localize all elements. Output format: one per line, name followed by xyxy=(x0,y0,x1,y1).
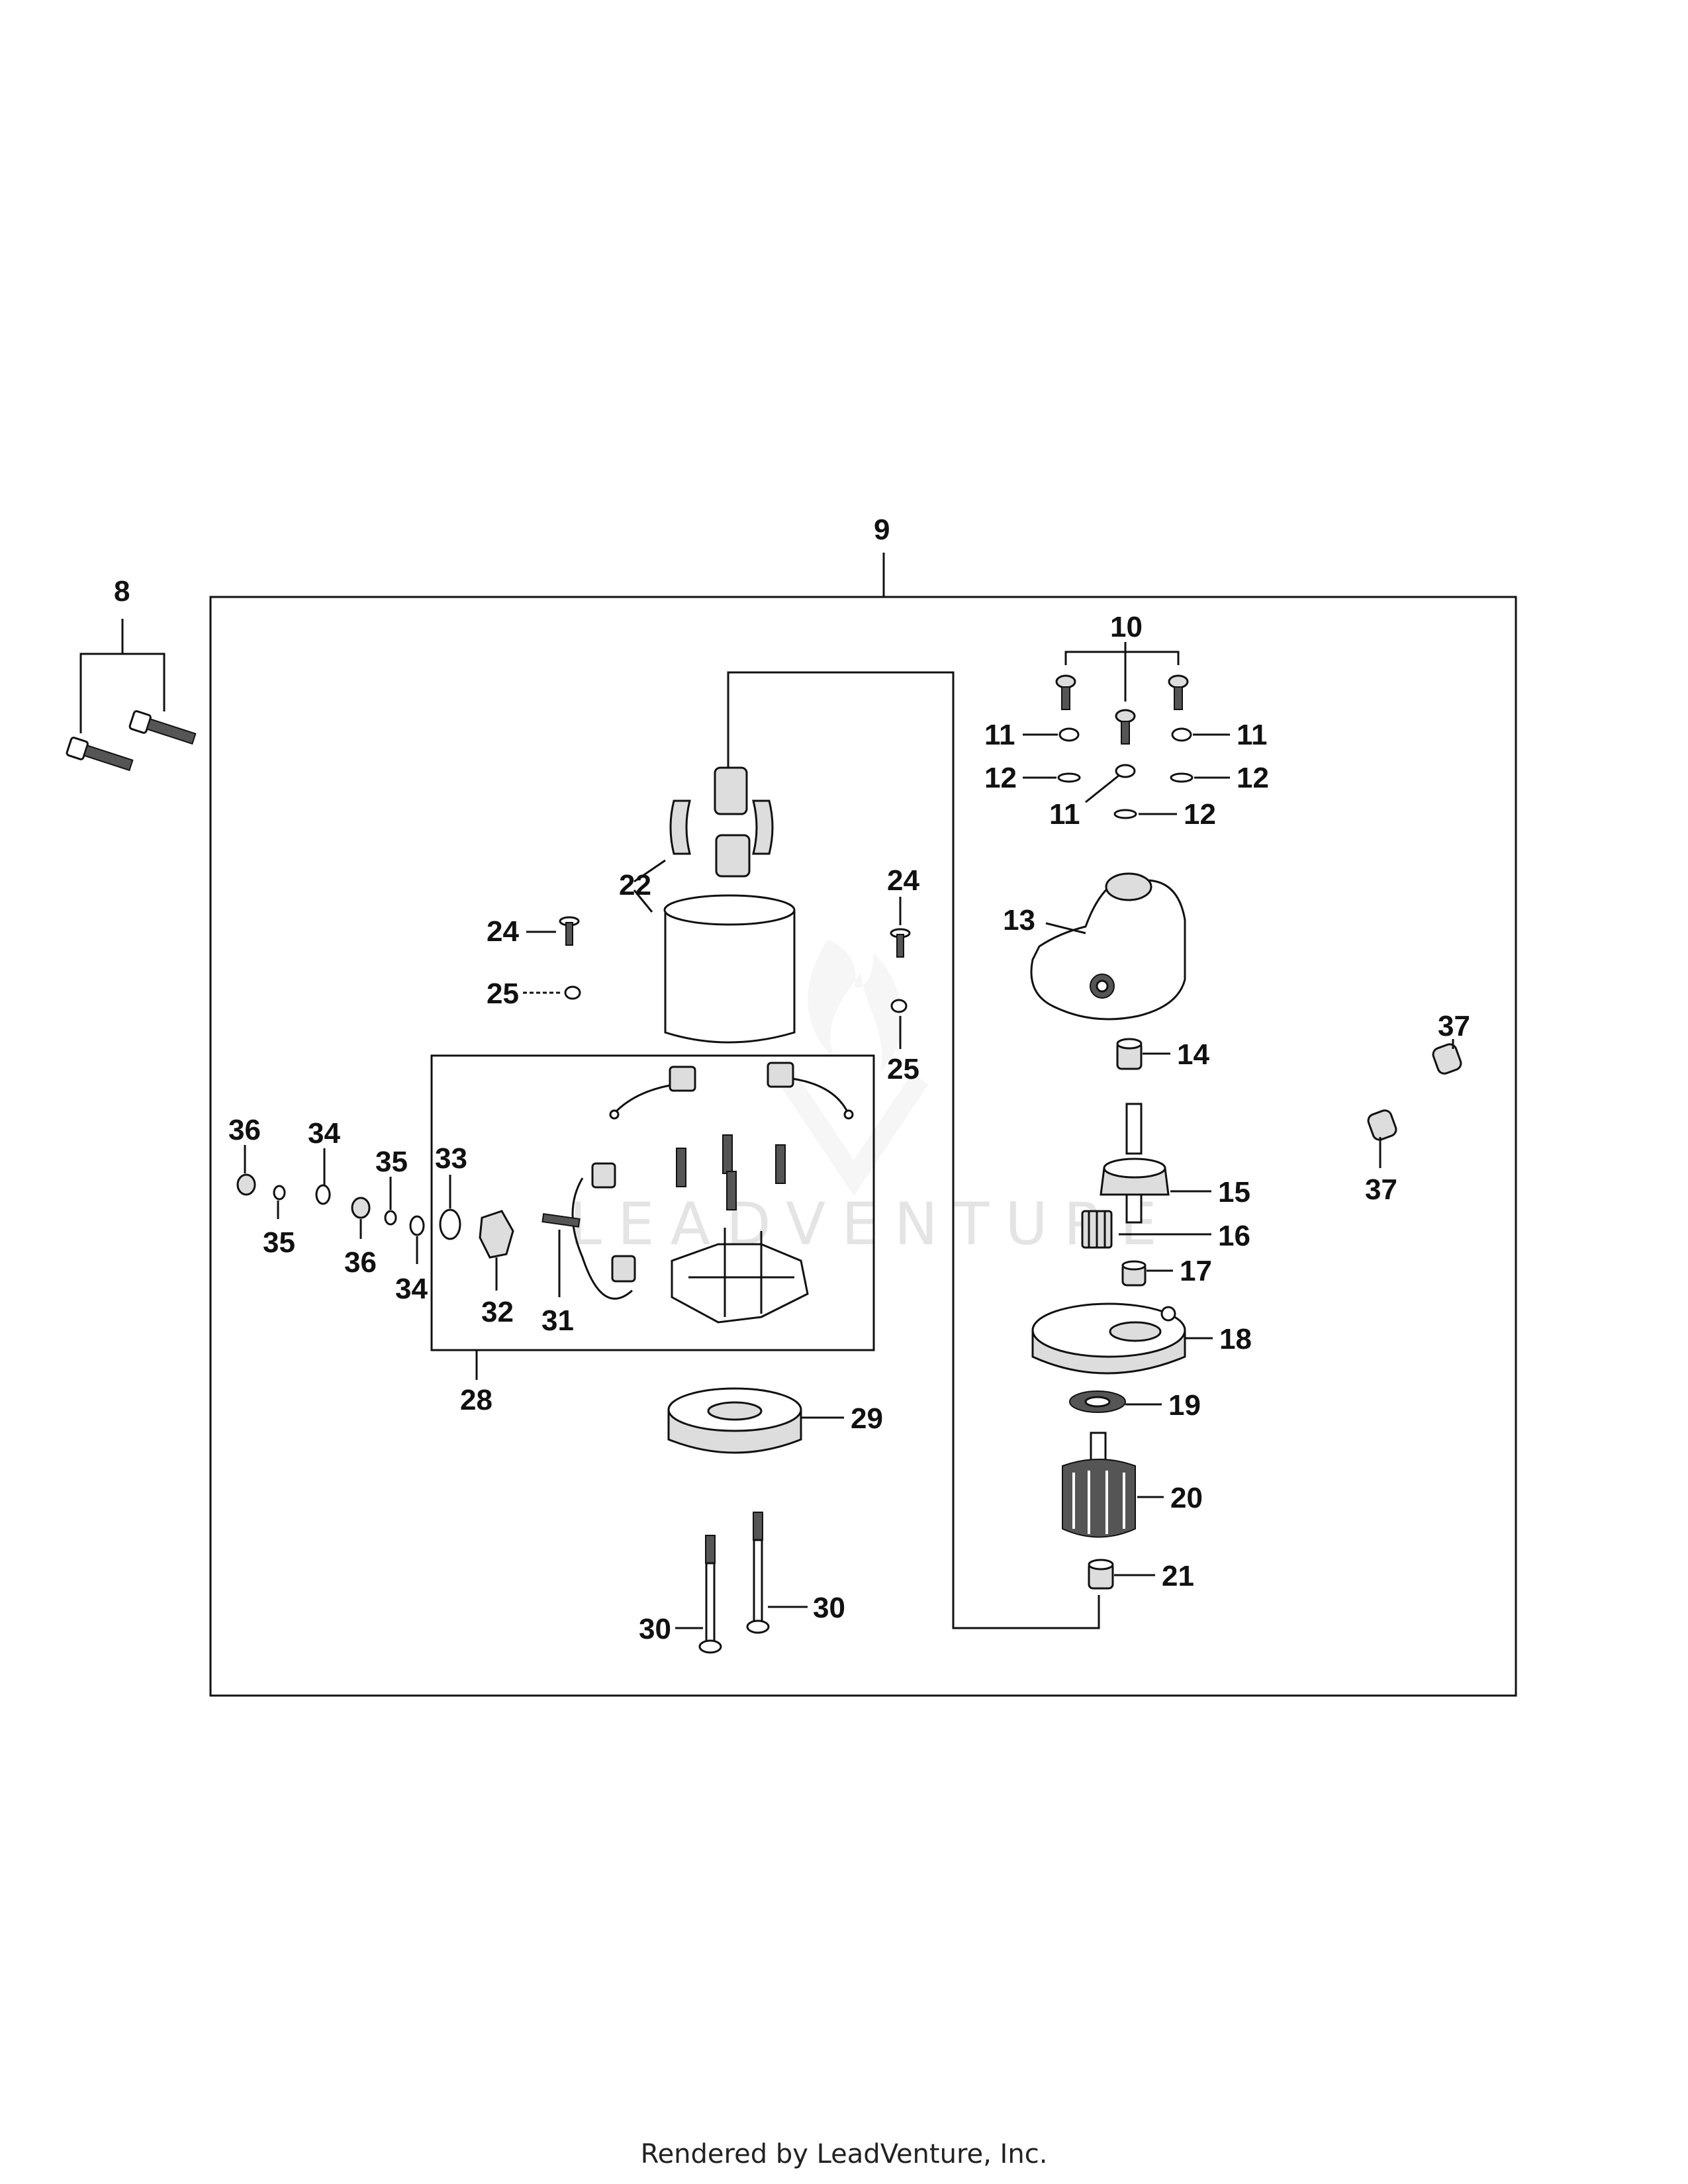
end-cap-29[interactable] xyxy=(667,1387,802,1454)
callout-8[interactable]: 8 xyxy=(114,575,130,608)
washer-11-left[interactable] xyxy=(1058,727,1080,742)
washer-25-left[interactable] xyxy=(564,985,581,1000)
callout-34-left[interactable]: 34 xyxy=(308,1117,340,1150)
washer-25-right[interactable] xyxy=(890,999,908,1013)
callout-13[interactable]: 13 xyxy=(1003,904,1035,936)
lockwasher-12-right[interactable] xyxy=(1170,772,1194,783)
callout-28[interactable]: 28 xyxy=(460,1384,492,1416)
terminal-nut-32[interactable] xyxy=(479,1210,514,1259)
callout-24-right[interactable]: 24 xyxy=(887,864,919,897)
washer-11-right[interactable] xyxy=(1171,727,1192,742)
callout-37-bottom[interactable]: 37 xyxy=(1365,1173,1397,1206)
bolt-pair-8[interactable] xyxy=(66,619,197,775)
assembly-bracket xyxy=(727,671,1100,1629)
callout-21[interactable]: 21 xyxy=(1162,1560,1194,1592)
callout-37-top[interactable]: 37 xyxy=(1438,1010,1470,1042)
callout-24-left[interactable]: 24 xyxy=(487,915,519,948)
callout-30-right[interactable]: 30 xyxy=(813,1592,845,1624)
callout-14[interactable]: 14 xyxy=(1177,1038,1209,1071)
callout-11-right[interactable]: 11 xyxy=(1237,719,1268,751)
pinion-drive-15[interactable] xyxy=(1100,1103,1170,1224)
bushing-21[interactable] xyxy=(1088,1559,1114,1590)
callout-25-left[interactable]: 25 xyxy=(487,978,519,1010)
brush-lead-left[interactable] xyxy=(571,1162,636,1300)
callout-30-left[interactable]: 30 xyxy=(639,1613,671,1645)
washer-34-right[interactable] xyxy=(409,1215,425,1236)
mid-housing-18[interactable] xyxy=(1031,1302,1186,1375)
screw-24-right[interactable] xyxy=(890,928,911,958)
lockwasher-12-center[interactable] xyxy=(1113,809,1137,819)
sleeve-37-left[interactable] xyxy=(1366,1109,1398,1142)
washer-35-right[interactable] xyxy=(384,1210,397,1226)
callout-11-left[interactable]: 11 xyxy=(984,719,1015,751)
nut-36-right[interactable] xyxy=(351,1197,371,1219)
brush-plate[interactable] xyxy=(671,1228,809,1324)
lockwasher-12-left[interactable] xyxy=(1057,772,1081,783)
callout-25-right[interactable]: 25 xyxy=(887,1053,919,1085)
brush-lead-top[interactable] xyxy=(609,1062,854,1120)
watermark-text: LEADVENTURE xyxy=(569,1190,1173,1258)
callout-34-right[interactable]: 34 xyxy=(395,1273,428,1305)
callout-32[interactable]: 32 xyxy=(481,1296,514,1328)
washer-33[interactable] xyxy=(439,1208,461,1240)
callout-33[interactable]: 33 xyxy=(435,1142,467,1175)
washer-35-left[interactable] xyxy=(273,1185,286,1201)
watermark-logo xyxy=(779,940,929,1197)
bearing-19[interactable] xyxy=(1069,1390,1126,1413)
nut-36-left[interactable] xyxy=(236,1173,256,1196)
callout-12-left[interactable]: 12 xyxy=(984,762,1017,794)
gear-16[interactable] xyxy=(1081,1210,1113,1249)
through-bolt-30-left[interactable] xyxy=(698,1535,722,1654)
brush-holder-frame xyxy=(430,1054,875,1351)
sleeve-37-right[interactable] xyxy=(1431,1042,1463,1075)
spacer-17[interactable] xyxy=(1121,1260,1147,1287)
washer-34-left[interactable] xyxy=(315,1184,331,1205)
drive-housing-13[interactable] xyxy=(1030,872,1186,1021)
callout-19[interactable]: 19 xyxy=(1168,1389,1201,1422)
brush-springs[interactable] xyxy=(676,1134,786,1210)
armature-20[interactable] xyxy=(1062,1432,1136,1538)
callout-35-right[interactable]: 35 xyxy=(375,1146,408,1178)
callout-29[interactable]: 29 xyxy=(851,1402,883,1435)
callout-18[interactable]: 18 xyxy=(1219,1323,1252,1355)
through-bolt-30-right[interactable] xyxy=(746,1512,770,1634)
callout-12-right[interactable]: 12 xyxy=(1237,762,1269,794)
callout-16[interactable]: 16 xyxy=(1218,1220,1250,1252)
callout-31[interactable]: 31 xyxy=(541,1304,574,1337)
callout-35-left[interactable]: 35 xyxy=(263,1226,295,1259)
terminal-bolt-31[interactable] xyxy=(541,1213,581,1228)
callout-12-center[interactable]: 12 xyxy=(1184,798,1216,831)
callout-17[interactable]: 17 xyxy=(1180,1255,1212,1287)
callout-36-left[interactable]: 36 xyxy=(228,1114,261,1146)
rendered-by-footer: Rendered by LeadVenture, Inc. xyxy=(640,2139,1048,2169)
magnets-22[interactable] xyxy=(669,766,774,878)
callout-10[interactable]: 10 xyxy=(1110,611,1143,643)
callout-9[interactable]: 9 xyxy=(874,514,890,546)
screws-10[interactable] xyxy=(1055,674,1189,745)
motor-housing-can[interactable] xyxy=(663,894,796,1044)
screw-24-left[interactable] xyxy=(559,916,580,946)
callout-22[interactable]: 22 xyxy=(619,869,651,901)
washer-11-center[interactable] xyxy=(1115,764,1136,778)
callout-11-center[interactable]: 11 xyxy=(1049,798,1080,831)
callout-15[interactable]: 15 xyxy=(1218,1176,1250,1208)
callout-20[interactable]: 20 xyxy=(1170,1482,1203,1514)
callout-36-right[interactable]: 36 xyxy=(344,1246,377,1279)
assembly-frame xyxy=(209,596,1517,1697)
bushing-14[interactable] xyxy=(1116,1038,1143,1070)
